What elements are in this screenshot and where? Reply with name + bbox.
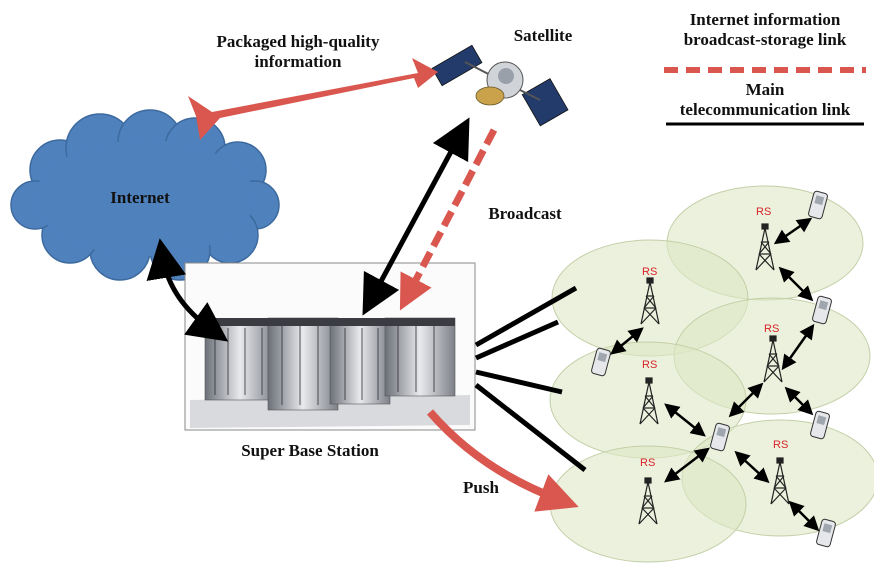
mobile-phone-icon <box>591 347 611 377</box>
rs-labels: RS RS RS RS RS RS <box>640 206 788 469</box>
relay-tower-icon <box>755 223 775 271</box>
rs-label: RS <box>756 206 771 218</box>
mobile-phone-icon <box>810 410 830 440</box>
push-label: Push <box>463 478 499 497</box>
legend-broadcast-label: Internet information broadcast-storage l… <box>656 10 874 50</box>
telecom-links <box>474 285 587 472</box>
push-arrow <box>426 409 579 512</box>
relay-tower-icon <box>638 477 658 525</box>
phones <box>591 190 836 548</box>
relay-towers <box>638 223 790 525</box>
super-base-station-label: Super Base Station <box>241 441 379 460</box>
satellite-link-arrow <box>362 117 470 316</box>
mobile-phone-icon <box>812 295 832 325</box>
cell-coverage <box>549 185 874 563</box>
packaged-info-line2: information <box>254 52 342 71</box>
legend-broadcast-line2: broadcast-storage link <box>683 30 847 49</box>
local-links <box>610 217 820 532</box>
legend-telecom-line1: Main <box>745 80 785 99</box>
internet-label: Internet <box>110 188 170 207</box>
rs-label: RS <box>642 359 657 371</box>
packaged-info-line1: Packaged high-quality <box>216 32 380 51</box>
rs-label: RS <box>640 457 655 469</box>
relay-tower-icon <box>770 457 790 505</box>
mobile-phone-icon <box>710 422 730 452</box>
relay-tower-icon <box>763 335 783 383</box>
legend-broadcast-line1: Internet information <box>689 10 841 29</box>
relay-tower-icon <box>640 277 660 325</box>
server-racks-icon <box>190 317 470 428</box>
satellite-label: Satellite <box>513 26 573 45</box>
rs-label: RS <box>773 439 788 451</box>
broadcast-label: Broadcast <box>488 204 562 223</box>
legend-telecom-line2: telecommunication link <box>679 100 851 119</box>
satellite-icon <box>431 44 569 127</box>
internet-link-arrow <box>146 238 229 342</box>
rs-label: RS <box>642 266 657 278</box>
relay-tower-icon <box>639 377 659 425</box>
packaged-info-label: Packaged high-quality information <box>168 32 428 72</box>
mobile-phone-icon <box>808 190 828 220</box>
legend-telecom-label: Main telecommunication link <box>656 80 874 120</box>
rs-label: RS <box>764 323 779 335</box>
